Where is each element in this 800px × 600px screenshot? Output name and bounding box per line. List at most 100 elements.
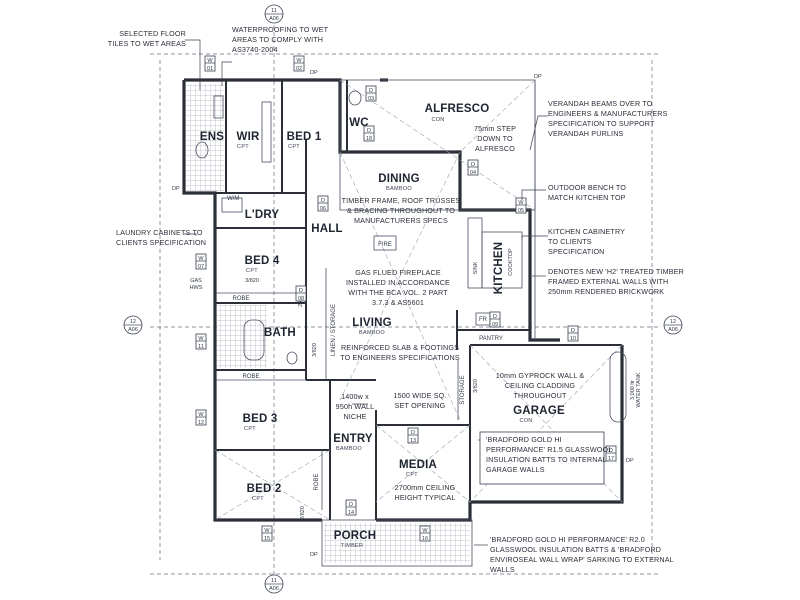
room-label-bed4: BED 4 [245,255,280,267]
room-label-alfresco: ALFRESCO [425,103,490,115]
storage-label: STORAGE [460,375,466,404]
svg-text:TO ENGINEERS SPECIFICATIONS: TO ENGINEERS SPECIFICATIONS [340,353,460,362]
svg-text:D: D [493,314,497,320]
room-label-bath: BATH [264,327,296,339]
svg-text:06: 06 [320,206,326,212]
cooktop-label: COOKTOP [508,248,514,276]
svg-text:WITH THE BCA VOL. 2 PART: WITH THE BCA VOL. 2 PART [348,288,448,297]
fireplace [373,235,397,251]
section-mark-bottom-sheet: A06 [269,586,279,592]
svg-text:75mm STEP: 75mm STEP [474,124,516,133]
wc-toilet [348,90,362,106]
svg-text:TIMBER FRAME, ROOF TRUSSES: TIMBER FRAME, ROOF TRUSSES [342,196,461,205]
room-label-media: MEDIA [399,459,437,471]
room-label-laundry: L'DRY [245,209,280,221]
sink-label: SINK [473,261,479,274]
svg-text:ALFRESCO: ALFRESCO [475,144,515,153]
laundry-tub [221,197,243,213]
internal-walls [184,80,622,520]
svg-text:02: 02 [296,66,302,72]
svg-text:W: W [198,336,204,342]
svg-text:D: D [321,198,325,204]
svg-text:16: 16 [422,536,428,542]
svg-text:04: 04 [470,170,476,176]
svg-text:SPECIFICATION: SPECIFICATION [548,247,605,256]
svg-text:W: W [198,412,204,418]
svg-text:CEILING CLADDING: CEILING CLADDING [505,381,576,390]
svg-text:ENVIROSEAL WALL WRAP' SARKING: ENVIROSEAL WALL WRAP' SARKING TO EXTERNA… [490,555,674,564]
leader-lines [184,39,548,546]
svg-text:07: 07 [198,264,204,270]
svg-text:10: 10 [570,336,576,342]
svg-text:D: D [367,128,371,134]
room-label-pantry: PANTRY [479,336,503,342]
svg-text:INSTALLED IN ACCORDANCE: INSTALLED IN ACCORDANCE [346,278,450,287]
downpipe-marker: DP [172,186,180,192]
room-labels: ENS WIR CPT BED 1 CPT WC ALFRESCO CON DI… [200,103,565,549]
section-mark-left: 12 A06 [123,315,143,335]
svg-text:VERANDAH BEAMS OVER TO: VERANDAH BEAMS OVER TO [548,99,653,108]
svg-text:13: 13 [410,438,416,444]
section-mark-right-sheet: A06 [668,327,678,333]
svg-text:MATCH KITCHEN TOP: MATCH KITCHEN TOP [548,193,626,202]
svg-text:01: 01 [207,66,213,72]
svg-text:NICHE: NICHE [343,412,366,421]
svg-text:OUTDOOR BENCH TO: OUTDOOR BENCH TO [548,183,626,192]
room-label-bed1: BED 1 [287,131,322,143]
svg-text:CLIENTS SPECIFICATION: CLIENTS SPECIFICATION [116,238,206,247]
robe-label-bed4: ROBE [232,296,249,302]
door-drop-bath: 3/820 [312,343,318,357]
section-mark-right: 12 A06 [663,315,683,335]
porch-slab [321,519,473,567]
annotation-outdoor-bench: OUTDOOR BENCH TO MATCH KITCHEN TOP [548,183,626,202]
annotation-laundry-cabinets: LAUNDRY CABINETS TO CLIENTS SPECIFICATIO… [116,228,206,247]
svg-text:MANUFACTURERS SPECS: MANUFACTURERS SPECS [354,216,448,225]
downpipe-marker: DP [310,70,318,76]
annotation-garage-batts: 'BRADFORD GOLD HI PERFORMANCE' R1.5 GLAS… [479,431,612,485]
svg-text:09: 09 [492,322,498,328]
room-finish-media: CPT [406,472,418,478]
bathtub [243,319,265,361]
svg-text:14: 14 [348,510,354,516]
room-label-bed3: BED 3 [243,413,278,425]
svg-text:12: 12 [198,420,204,426]
section-mark-top: 11 A06 [264,4,284,24]
svg-text:& BRACING THROUGHOUT TO: & BRACING THROUGHOUT TO [347,206,455,215]
downpipe-marker: DP [626,458,634,464]
room-finish-alfresco: CON [431,117,444,123]
svg-text:ENGINEERS & MANUFACTURERS: ENGINEERS & MANUFACTURERS [548,109,668,118]
svg-text:AREAS TO COMPLY WITH: AREAS TO COMPLY WITH [232,35,323,44]
svg-text:08: 08 [298,296,304,302]
gas-hws-label-1: GAS [190,278,202,284]
annotation-step-down: 75mm STEP DOWN TO ALFRESCO [474,124,516,153]
fixture-labels: ROBE ROBE ROBE FIRE FR W/M LINEN / STORA… [190,196,642,520]
section-mark-bottom-number: 11 [271,578,277,584]
annotation-fireplace: GAS FLUED FIREPLACE INSTALLED IN ACCORDA… [346,268,450,307]
svg-text:FRAMED EXTERNAL WALLS WITH: FRAMED EXTERNAL WALLS WITH [548,277,668,286]
annotation-niche: 1400w x 950h WALL NICHE [336,392,375,421]
annotation-sq-opening: 1500 WIDE SQ. SET OPENING [393,391,446,410]
svg-text:10mm GYPROCK WALL &: 10mm GYPROCK WALL & [496,371,585,380]
annotation-external-batts: 'BRADFORD GOLD HI PERFORMANCE' R2.0 GLAS… [490,535,674,574]
door-drop-bed2: 2/820 [300,506,306,520]
annotation-gyprock: 10mm GYPROCK WALL & CEILING CLADDING THR… [496,371,585,400]
door-drop-bed4: 3/820 [245,278,259,284]
svg-text:D: D [609,448,613,454]
svg-text:AS3740-2004: AS3740-2004 [232,45,278,54]
annotation-h2-timber: DENOTES NEW 'H2' TREATED TIMBER FRAMED E… [548,267,684,296]
svg-text:W: W [296,58,302,64]
bath-tiles [217,305,267,368]
fall-lines [214,79,623,521]
svg-text:SELECTED FLOOR: SELECTED FLOOR [119,29,186,38]
ensuite-tiles [186,84,224,191]
room-finish-bed3: CPT [244,426,256,432]
section-mark-left-sheet: A06 [128,327,138,333]
room-finish-living: BAMBOO [359,330,385,336]
annotation-waterproofing: WATERPROOFING TO WET AREAS TO COMPLY WIT… [232,25,328,54]
fire-label: FIRE [378,242,392,248]
svg-text:SPECIFICATION TO SUPPORT: SPECIFICATION TO SUPPORT [548,119,655,128]
svg-text:TILES TO WET AREAS: TILES TO WET AREAS [108,39,186,48]
room-label-dining: DINING [378,173,419,185]
annotation-ceiling-height: 2700mm CEILING HEIGHT TYPICAL [395,483,456,502]
room-finish-bed1: CPT [288,144,300,150]
